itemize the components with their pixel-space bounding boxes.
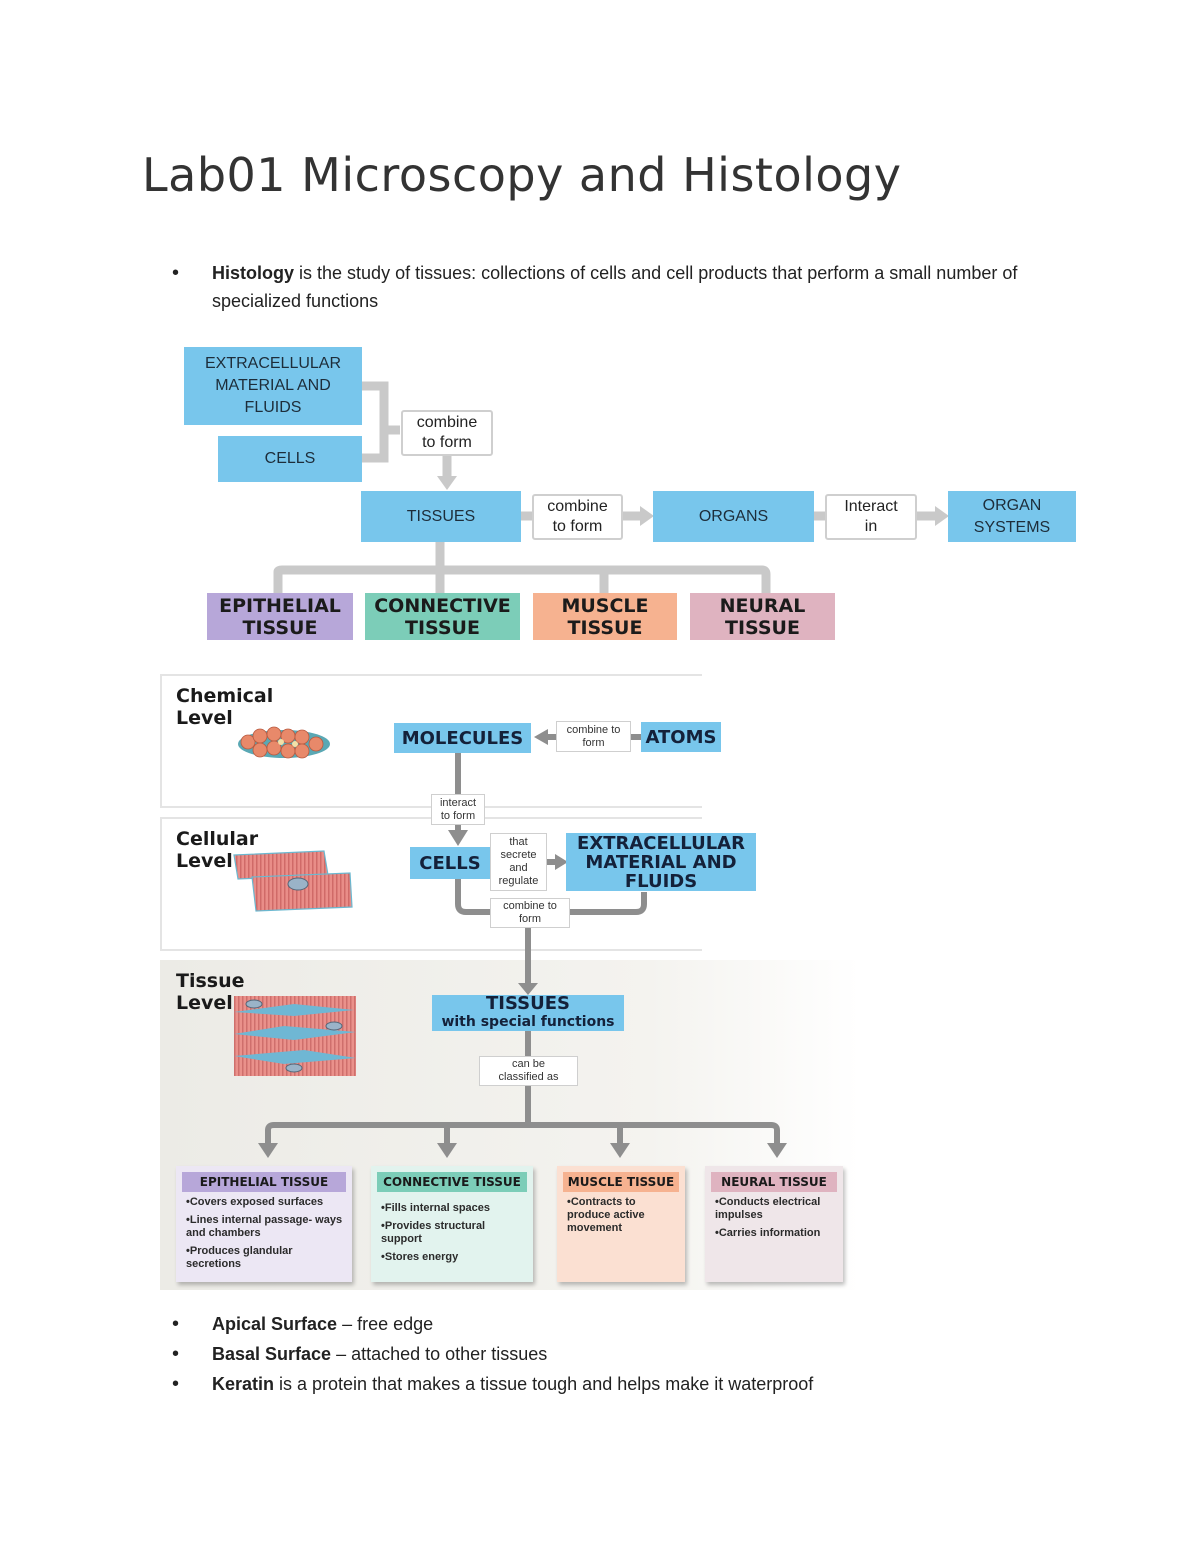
combine-label-1: combine to form [401,410,493,456]
bullet-term: Apical Surface [212,1314,338,1334]
arrow-head-icon [640,506,654,526]
extracellular-label: EXTRACELLULAR MATERIAL AND FLUIDS [204,355,342,416]
combine-text-1: combine to form [416,414,478,451]
tissue-illustration-icon [234,996,356,1076]
muscle-card-header: MUSCLE TISSUE [563,1172,679,1192]
epithelial-label: EPITHELIAL TISSUE [219,594,341,639]
connective-label: CONNECTIVE TISSUE [374,594,511,639]
interact-text: Interact in [844,498,898,535]
combine-to-label: combine to form [556,721,631,752]
atoms-label: ATOMS [645,726,717,748]
card-item: Provides structural support [381,1220,527,1246]
tissues-label: TISSUES [406,507,476,525]
connective-card-header: CONNECTIVE TISSUE [377,1172,527,1192]
secrete-label: that secrete and regulate [490,833,547,891]
combine-to-text: combine to form [566,723,621,749]
organs-label: ORGANS [698,507,769,525]
bullet-apical: Apical Surface – free edge [172,1309,1032,1339]
tissue-level-title: Tissue Level [176,970,245,1014]
bullet-text: is a protein that makes a tissue tough a… [274,1374,814,1394]
muscle-tissue-box: MUSCLE TISSUE [533,593,677,640]
cells-box: CELLS [218,436,362,482]
epithelial-tissue-box: EPITHELIAL TISSUE [207,593,353,640]
neural-tissue-box: NEURAL TISSUE [690,593,835,640]
combine-to-form-label: combine to form [490,898,570,928]
cellular-level-title: Cellular Level [176,828,259,872]
interact-to-form-text: interact to form [439,796,477,822]
tissue-hierarchy-diagram: EXTRACELLULAR MATERIAL AND FLUIDS CELLS … [0,0,1200,700]
card-item: Contracts to produce active movement [567,1196,679,1235]
can-be-classified-text: can be classified as [498,1058,559,1083]
arrow-head-icon [610,1143,630,1158]
organ-systems-box: ORGAN SYSTEMS [948,491,1076,542]
arrow-head-icon [258,1143,278,1158]
combine-to-form-text: combine to form [503,900,557,925]
connective-card: CONNECTIVE TISSUE Fills internal spaces … [371,1166,533,1282]
bullet-text: – attached to other tissues [331,1344,548,1364]
molecules-box: MOLECULES [394,723,531,753]
page-title: Lab01 Microscopy and Histology [142,148,902,202]
extracellular-box: EXTRACELLULAR MATERIAL AND FLUIDS [184,347,362,425]
bullet-term: Keratin [212,1374,275,1394]
diagram1-connectors [273,381,949,596]
arrow-head-icon [534,729,548,745]
molecule-illustration-icon [238,726,330,759]
card-item: Stores energy [381,1251,527,1264]
bullet-keratin: Keratin is a protein that makes a tissue… [172,1369,1032,1399]
arrow-head-icon [767,1143,787,1158]
neural-card: NEURAL TISSUE Conducts electrical impuls… [705,1166,843,1282]
bullet-text: is the study of tissues: collections of … [212,263,1018,311]
card-item: Carries information [715,1227,837,1240]
muscle-label: MUSCLE TISSUE [561,594,649,639]
tissues-box: TISSUES [361,491,521,542]
bullet-text: – free edge [337,1314,434,1334]
tissues-special-sub: with special functions [441,1014,615,1030]
can-be-classified-label: can be classified as [479,1056,578,1086]
extracellular-level-label: EXTRACELLULAR MATERIAL AND FLUIDS [577,832,745,892]
combine-label-2: combine to form [532,494,623,540]
cells-level-box: CELLS [410,847,490,879]
bracket-connector [362,381,389,463]
chemical-level-title: Chemical Level [176,685,274,729]
tissues-special-box: TISSUES with special functions [432,995,624,1031]
card-item: Fills internal spaces [381,1202,527,1215]
arrow-head-icon [448,830,468,846]
bullet-term: Histology [212,263,295,283]
muscle-card: MUSCLE TISSUE Contracts to produce activ… [557,1166,685,1282]
card-item: Covers exposed surfaces [186,1196,346,1209]
bullet-basal: Basal Surface – attached to other tissue… [172,1339,1032,1369]
arrow-head-icon [555,854,568,870]
atoms-box: ATOMS [641,722,721,752]
neural-label: NEURAL TISSUE [719,594,806,639]
arrow-head-icon [437,1143,457,1158]
bullet-term: Basal Surface [212,1344,332,1364]
extracellular-level-box: EXTRACELLULAR MATERIAL AND FLUIDS [566,833,756,891]
organs-box: ORGANS [653,491,814,542]
intro-bullet: Histology is the study of tissues: colle… [172,259,1032,315]
epithelial-card-header: EPITHELIAL TISSUE [182,1172,346,1192]
tissues-special-title: TISSUES [486,993,570,1014]
molecules-label: MOLECULES [401,727,524,749]
cells-label: CELLS [264,450,316,467]
arrow-head-icon [437,476,457,490]
bottom-bullet-list: Apical Surface – free edge Basal Surface… [172,1309,1032,1399]
arrow-head-icon [935,506,949,526]
interact-to-form-label: interact to form [431,794,485,825]
combine-text-2: combine to form [547,498,608,535]
tissue-branch-line [273,565,771,596]
intro-bullet-list: Histology is the study of tissues: colle… [172,259,1032,315]
muscle-cells-illustration-icon [233,850,353,912]
cells-level-label: CELLS [419,852,481,874]
connective-tissue-box: CONNECTIVE TISSUE [365,593,520,640]
secrete-text: that secrete and regulate [498,836,539,887]
card-item: Lines internal passage- ways and chamber… [186,1214,346,1240]
neural-card-header: NEURAL TISSUE [711,1172,837,1192]
card-item: Produces glandular secretions [186,1245,346,1271]
arrow-head-icon [518,983,538,995]
organ-systems-label: ORGAN SYSTEMS [973,496,1051,536]
interact-label: Interact in [825,494,917,540]
epithelial-card: EPITHELIAL TISSUE Covers exposed surface… [176,1166,352,1282]
card-item: Conducts electrical impulses [715,1196,837,1222]
